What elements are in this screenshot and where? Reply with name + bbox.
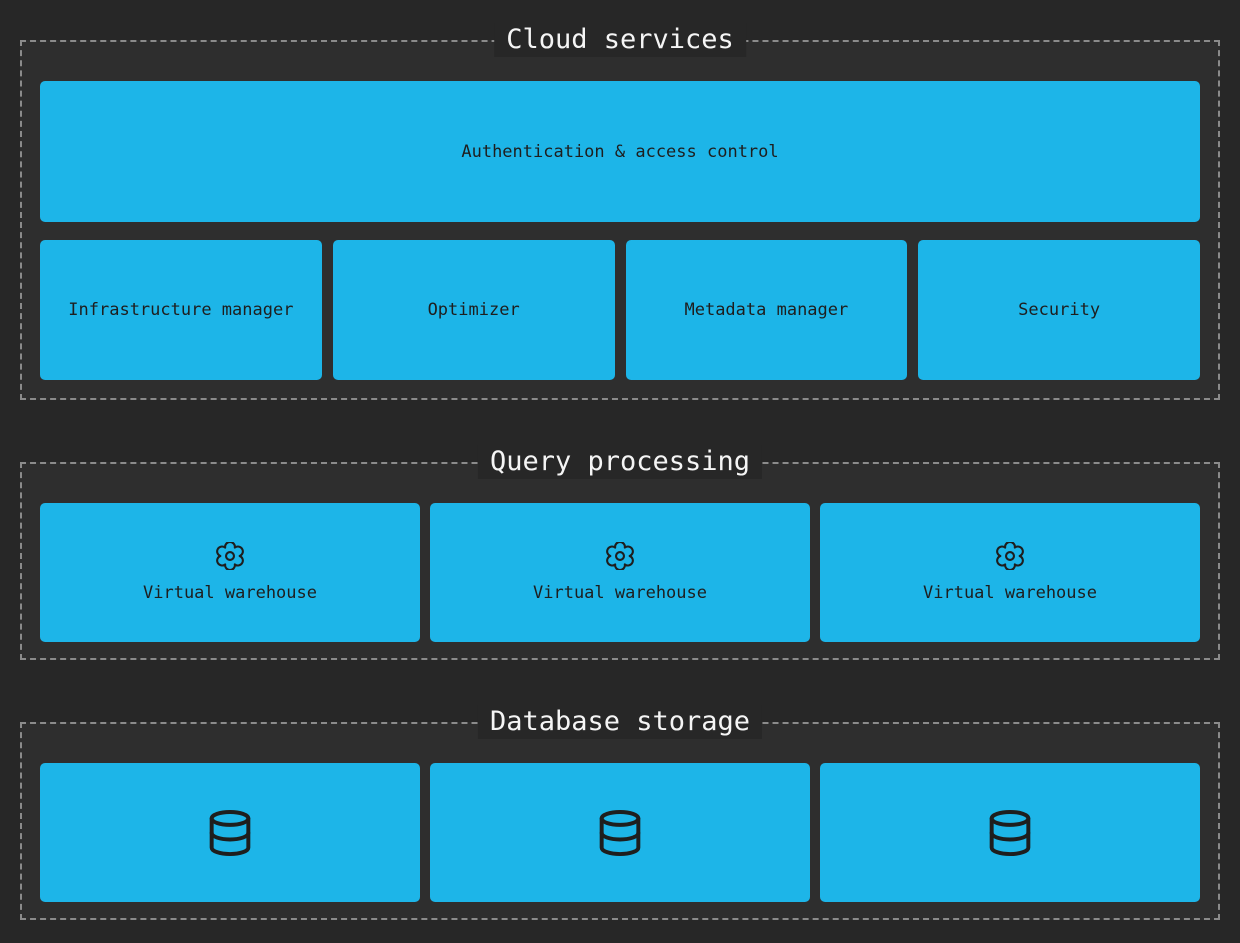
node-database bbox=[40, 763, 420, 902]
section-query-processing: Query processing Virtual warehouse bbox=[20, 445, 1220, 660]
node-database bbox=[820, 763, 1200, 902]
cloud-services-row: Infrastructure manager Optimizer Metadat… bbox=[40, 240, 1200, 380]
gear-icon bbox=[216, 542, 244, 570]
architecture-diagram: Cloud services Authentication & access c… bbox=[0, 23, 1240, 943]
node-label: Metadata manager bbox=[684, 300, 849, 320]
node-virtual-warehouse: Virtual warehouse bbox=[820, 503, 1200, 642]
node-infrastructure-manager: Infrastructure manager bbox=[40, 240, 322, 380]
section-database-storage: Database storage bbox=[20, 705, 1220, 920]
node-authentication-access-control: Authentication & access control bbox=[40, 81, 1200, 222]
section-cloud-services: Cloud services Authentication & access c… bbox=[20, 23, 1220, 400]
node-label: Optimizer bbox=[427, 300, 520, 320]
node-security: Security bbox=[918, 240, 1200, 380]
node-label: Authentication & access control bbox=[461, 141, 779, 162]
section-title-cloud-services: Cloud services bbox=[494, 23, 746, 57]
node-virtual-warehouse: Virtual warehouse bbox=[40, 503, 420, 642]
section-title-query-processing: Query processing bbox=[477, 445, 763, 479]
database-icon bbox=[595, 807, 645, 859]
gear-icon bbox=[996, 542, 1024, 570]
node-label: Virtual warehouse bbox=[143, 583, 317, 603]
gear-icon bbox=[606, 542, 634, 570]
node-label: Virtual warehouse bbox=[533, 583, 707, 603]
section-title-database-storage: Database storage bbox=[477, 705, 763, 739]
database-icon bbox=[985, 807, 1035, 859]
node-virtual-warehouse: Virtual warehouse bbox=[430, 503, 810, 642]
node-label: Virtual warehouse bbox=[923, 583, 1097, 603]
node-label: Infrastructure manager bbox=[68, 300, 294, 320]
query-processing-row: Virtual warehouse Virtual warehouse bbox=[40, 503, 1200, 642]
node-label: Security bbox=[1018, 300, 1101, 320]
database-storage-row bbox=[40, 763, 1200, 902]
database-icon bbox=[205, 807, 255, 859]
node-database bbox=[430, 763, 810, 902]
node-metadata-manager: Metadata manager bbox=[625, 240, 908, 380]
node-optimizer: Optimizer bbox=[332, 240, 615, 380]
